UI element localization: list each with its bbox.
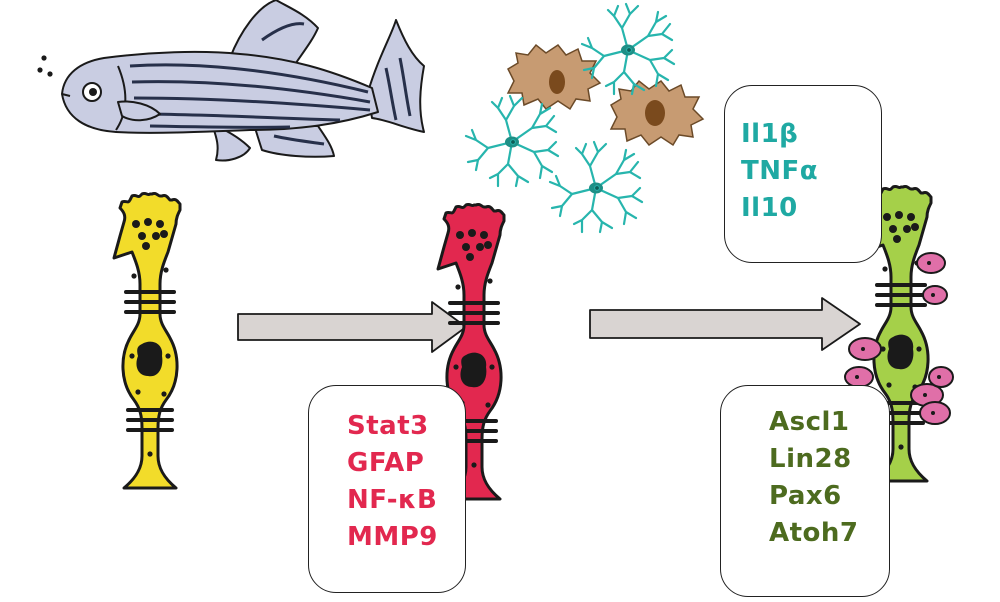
- cell-dot: [471, 462, 477, 468]
- cell-granule: [480, 231, 488, 239]
- cell-dot: [165, 353, 171, 359]
- cell-granule: [466, 253, 474, 261]
- cell-granule: [907, 213, 915, 221]
- cell-granule: [911, 223, 919, 231]
- reactive-marker-label: MMP9: [347, 522, 438, 552]
- cell-dot: [916, 346, 922, 352]
- bubbles-icon: [37, 55, 53, 77]
- cell-granule: [462, 243, 470, 251]
- progenitor-nucleus: [931, 293, 935, 297]
- progenitor-nucleus: [927, 261, 931, 265]
- progenitor-nucleus: [861, 347, 865, 351]
- cell-granule: [895, 211, 903, 219]
- cell-granule: [883, 213, 891, 221]
- cytokine-label: TNFα: [741, 156, 819, 186]
- cell-dot: [135, 389, 141, 395]
- cell-dot: [898, 444, 904, 450]
- muller-glia-cell-icon: [112, 191, 182, 490]
- zebrafish-icon: [61, 0, 425, 162]
- cell-dot: [886, 382, 892, 388]
- cell-granule: [152, 232, 160, 240]
- cell-dot: [485, 402, 491, 408]
- microglia-icon: [548, 140, 644, 234]
- cell-granule: [138, 232, 146, 240]
- cell-dot: [161, 391, 167, 397]
- cell-dot: [487, 278, 493, 284]
- progenitor-nucleus: [923, 393, 927, 397]
- macrophage-nucleus: [549, 70, 565, 94]
- microglia-icon: [464, 94, 560, 188]
- regeneration-marker-label: Ascl1: [769, 407, 850, 437]
- muller-glia-cell-icon: [844, 184, 954, 483]
- cytokine-label: Il1β: [741, 119, 799, 149]
- reactive-marker-label: GFAP: [347, 448, 425, 478]
- cell-granule: [889, 225, 897, 233]
- cell-dot: [455, 284, 461, 290]
- fish-dorsal-fin: [229, 0, 319, 73]
- fish-tail-fin: [367, 19, 425, 133]
- cell-granule: [484, 241, 492, 249]
- cell-granule: [476, 243, 484, 251]
- cell-granule: [132, 220, 140, 228]
- regeneration-marker-label: Pax6: [769, 481, 842, 511]
- cell-dot: [882, 266, 888, 272]
- microglia-cluster: [464, 2, 704, 234]
- cell-body: [863, 184, 933, 483]
- progenitor-nucleus: [855, 375, 859, 379]
- macrophage-nucleus: [645, 100, 665, 126]
- regeneration-marker-label: Lin28: [769, 444, 852, 474]
- progenitor-nucleus: [931, 411, 935, 415]
- cell-nucleus: [887, 334, 914, 370]
- reactive-marker-label: Stat3: [347, 411, 429, 441]
- cytokine-label: Il10: [741, 193, 798, 223]
- cell-granule: [903, 225, 911, 233]
- cell-granule: [142, 242, 150, 250]
- cell-granule: [160, 230, 168, 238]
- cell-dot: [147, 451, 153, 457]
- cell-granule: [893, 235, 901, 243]
- cell-granule: [456, 231, 464, 239]
- cell-dot: [163, 267, 169, 273]
- cell-dot: [453, 364, 459, 370]
- fish-pectoral-fin: [117, 100, 161, 122]
- reactive-marker-label: NF-κB: [347, 485, 438, 515]
- arrow-right-icon: [237, 301, 467, 353]
- regeneration-marker-label: Atoh7: [769, 518, 859, 548]
- cell-granule: [144, 218, 152, 226]
- fish-pelvic-fin: [211, 123, 251, 162]
- cell-nucleus: [460, 352, 487, 388]
- cell-dot: [129, 353, 135, 359]
- cell-dot: [489, 364, 495, 370]
- cell-nucleus: [136, 341, 163, 377]
- cell-dot: [131, 273, 137, 279]
- cell-granule: [468, 229, 476, 237]
- arrow-right-icon: [589, 297, 861, 351]
- fish-gill: [115, 65, 127, 131]
- cell-granule: [156, 220, 164, 228]
- progenitor-nucleus: [937, 375, 941, 379]
- cell-body: [112, 191, 182, 490]
